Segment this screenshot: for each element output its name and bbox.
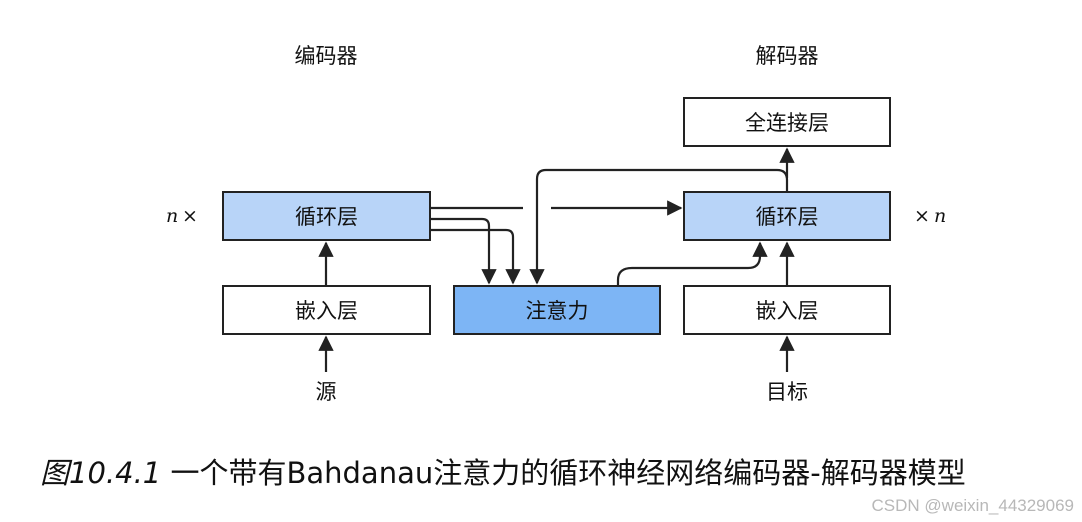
decoder-repeat-n: n xyxy=(934,205,946,227)
encoder-repeat-times: × xyxy=(182,205,198,227)
encoder-header: 编码器 xyxy=(295,44,358,68)
encoder-embedding-label: 嵌入层 xyxy=(295,299,358,323)
decoder-header: 解码器 xyxy=(756,44,819,68)
encoder-recurrent-layer: 循环层 xyxy=(222,191,431,241)
figure-number: 图10.4.1 xyxy=(40,456,162,490)
attention-layer: 注意力 xyxy=(453,285,661,335)
arrow-attention-to-decoder xyxy=(616,241,768,286)
source-input-label: 源 xyxy=(316,380,337,404)
decoder-dense-layer: 全连接层 xyxy=(683,97,891,147)
decoder-dense-label: 全连接层 xyxy=(745,111,829,135)
encoder-embedding-layer: 嵌入层 xyxy=(222,285,431,335)
encoder-recurrent-label: 循环层 xyxy=(295,205,358,229)
arrow-encoder-to-attention-2 xyxy=(430,228,521,285)
connections xyxy=(318,147,795,372)
figure-caption-text: 一个带有Bahdanau注意力的循环神经网络编码器-解码器模型 xyxy=(170,456,966,490)
decoder-repeat-times: × xyxy=(914,205,930,227)
encoder-repeat-label: n × xyxy=(166,205,198,227)
target-input-label: 目标 xyxy=(766,380,808,404)
decoder-repeat-label: × n xyxy=(914,205,946,227)
decoder-embedding-label: 嵌入层 xyxy=(756,299,819,323)
arrow-encoder-to-attention-1 xyxy=(430,217,497,285)
figure-caption: 图10.4.1 一个带有Bahdanau注意力的循环神经网络编码器-解码器模型 xyxy=(40,450,966,492)
decoder-recurrent-layer: 循环层 xyxy=(683,191,891,241)
encoder-decoder-diagram: 编码器 解码器 n × × n 循环层 嵌入层 源 注意力 全连接层 循环层 嵌… xyxy=(166,44,946,404)
watermark: CSDN @weixin_44329069 xyxy=(871,496,1074,515)
attention-label: 注意力 xyxy=(526,299,589,323)
decoder-recurrent-label: 循环层 xyxy=(756,205,819,229)
encoder-repeat-n: n xyxy=(166,205,178,227)
decoder-embedding-layer: 嵌入层 xyxy=(683,285,891,335)
